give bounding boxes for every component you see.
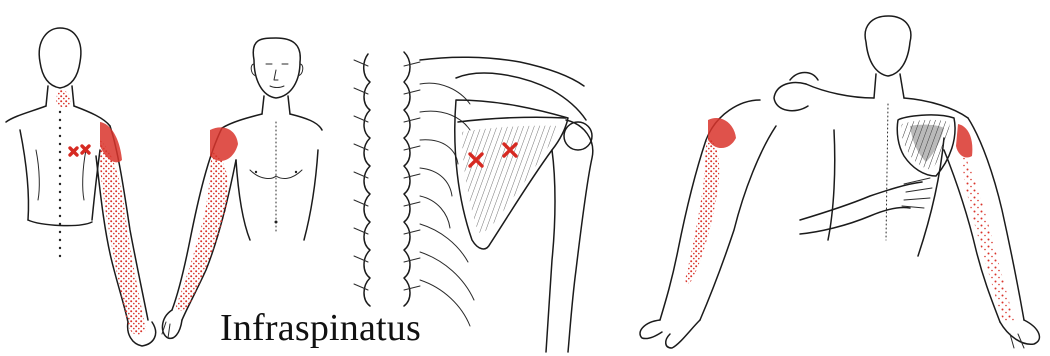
trigger-point-marker xyxy=(70,146,89,155)
anterior-figure-icon xyxy=(162,38,322,338)
posterior-figure-icon xyxy=(6,28,156,346)
self-palpation-figure-icon xyxy=(640,16,1039,348)
diagram-title: Infraspinatus xyxy=(220,306,421,350)
